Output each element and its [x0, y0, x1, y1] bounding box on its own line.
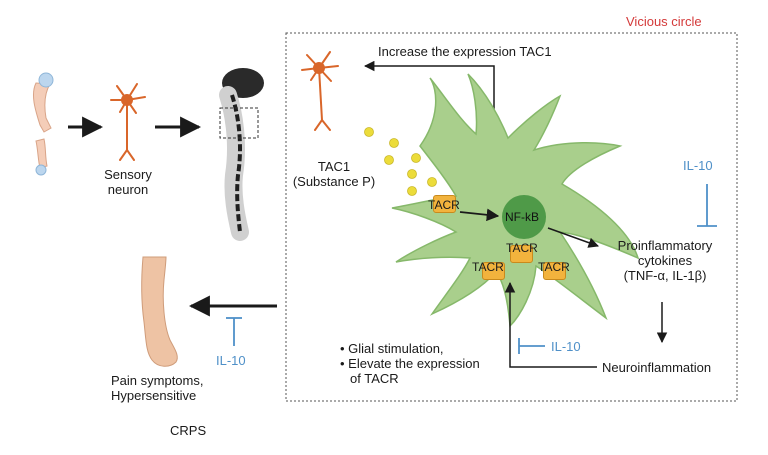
il10-right-label: IL-10 [683, 158, 713, 173]
arrow-neuroinflammation-to-tacr [504, 281, 597, 368]
substance-p-dots [364, 127, 437, 196]
crps-label: CRPS [170, 423, 207, 438]
tacr-right-label: TACR [538, 260, 570, 274]
tac1-line2: (Substance P) [292, 174, 376, 189]
increase-expression-label: Increase the expression TAC1 [378, 44, 552, 59]
tac1-label: TAC1 (Substance P) [288, 159, 380, 189]
leg-icon [141, 256, 178, 367]
sensory-neuron-label: Sensory neuron [100, 167, 156, 197]
bullet-elevate-expression: • Elevate the expression [340, 356, 480, 371]
tacr-top-label: TACR [428, 198, 460, 212]
bone-icon [33, 72, 54, 176]
tacr-mid-label: TACR [506, 241, 538, 255]
proinflammatory-line3: (TNF-α, IL-1β) [623, 268, 707, 283]
proinflammatory-label: Proinflammatory cytokines (TNF-α, IL-1β) [603, 238, 727, 283]
pain-line2: Hypersensitive [111, 388, 197, 403]
sensory-neuron-icon [110, 83, 146, 161]
proinflammatory-line2: cytokines [637, 253, 693, 268]
neuron-top-icon [301, 51, 339, 131]
neuroinflammation-label: Neuroinflammation [602, 360, 712, 375]
nfkb-label: NF-kB [505, 210, 539, 224]
tac1-line1: TAC1 [317, 159, 351, 174]
spinal-cord-icon [219, 68, 264, 241]
tacr-receptor-left [482, 262, 505, 280]
bullet-list: • Glial stimulation, • Elevate the expre… [340, 341, 480, 386]
il10-center-label: IL-10 [551, 339, 581, 354]
il10-inhibit-left [226, 317, 242, 346]
bullet-elevate-expression-cont: of TACR [350, 371, 399, 386]
proinflammatory-line1: Proinflammatory [617, 238, 713, 253]
nfkb-nucleus [502, 195, 546, 239]
tacr-receptor-right [543, 262, 566, 280]
pain-line1: Pain symptoms, [111, 373, 204, 388]
tacr-receptor-mid [510, 245, 533, 263]
bullet-glial-stimulation: • Glial stimulation, [340, 341, 444, 356]
vicious-circle-frame [285, 32, 738, 402]
tacr-left-label: TACR [472, 260, 504, 274]
arrow-nfkb-to-cytokines [547, 227, 599, 248]
il10-inhibit-center [518, 338, 545, 354]
arrow-tacr-to-nfkb [459, 208, 500, 222]
pain-symptoms-label: Pain symptoms, Hypersensitive [111, 373, 203, 403]
vicious-circle-title: Vicious circle [626, 14, 702, 29]
il10-left-label: IL-10 [216, 353, 246, 368]
sensory-neuron-line1: Sensory [104, 167, 152, 182]
il10-inhibit-right [697, 184, 717, 227]
sensory-neuron-line2: neuron [107, 182, 149, 197]
tacr-receptor-top [433, 195, 456, 213]
